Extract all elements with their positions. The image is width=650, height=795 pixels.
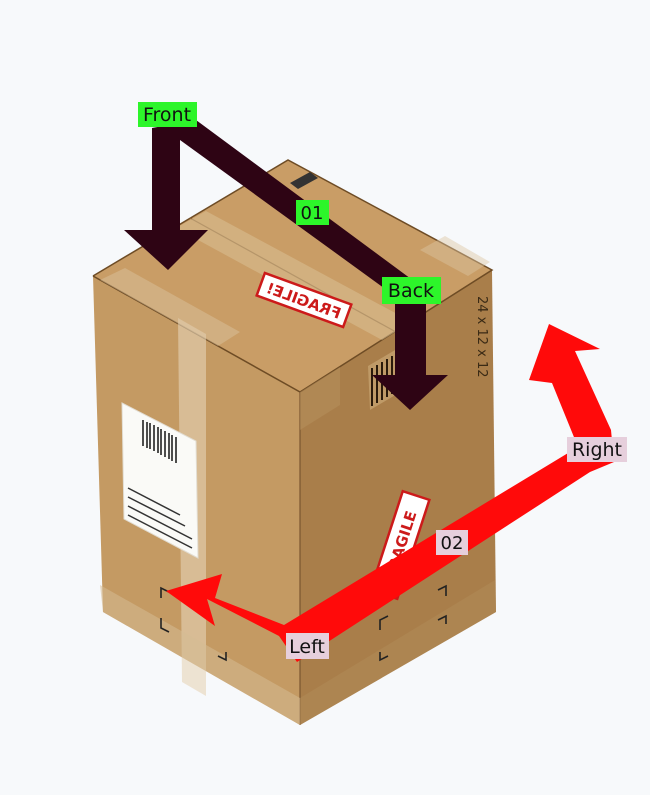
label-step-01: 01 bbox=[296, 200, 329, 225]
box-tape-bottom-right bbox=[300, 580, 496, 725]
label-back-text: Back bbox=[388, 280, 434, 302]
label-front: Front bbox=[138, 102, 197, 127]
label-right-text: Right bbox=[572, 439, 622, 461]
label-right: Right bbox=[567, 437, 627, 462]
box-tape-bottom-front bbox=[100, 585, 300, 725]
box-tape-corner-top-left bbox=[100, 268, 240, 346]
corner-brackets-side bbox=[379, 584, 447, 662]
label-text-lines bbox=[127, 487, 193, 549]
right-left-arrow bbox=[166, 324, 614, 662]
corner-brackets-front bbox=[160, 586, 227, 662]
box-tape-top bbox=[176, 211, 412, 340]
label-left: Left bbox=[286, 633, 329, 659]
label-step-01-text: 01 bbox=[301, 203, 324, 224]
shipping-label bbox=[121, 402, 199, 559]
label-step-02-text: 02 bbox=[441, 533, 464, 554]
box-dimensions-text: 24 x 12 x 12 bbox=[474, 296, 489, 378]
box-top-tab bbox=[290, 172, 318, 189]
front-back-arrow bbox=[124, 120, 448, 410]
box-tape-corner-top-right bbox=[420, 236, 490, 276]
front-back-arrow-body bbox=[124, 120, 448, 410]
label-back: Back bbox=[382, 277, 441, 304]
box-edges bbox=[92, 159, 494, 393]
right-left-arrow-body bbox=[166, 324, 614, 662]
label-front-text: Front bbox=[143, 104, 191, 126]
barcode bbox=[142, 420, 177, 463]
label-step-02: 02 bbox=[436, 530, 468, 555]
label-left-text: Left bbox=[289, 636, 325, 658]
box-tape-mid-right bbox=[300, 367, 340, 430]
